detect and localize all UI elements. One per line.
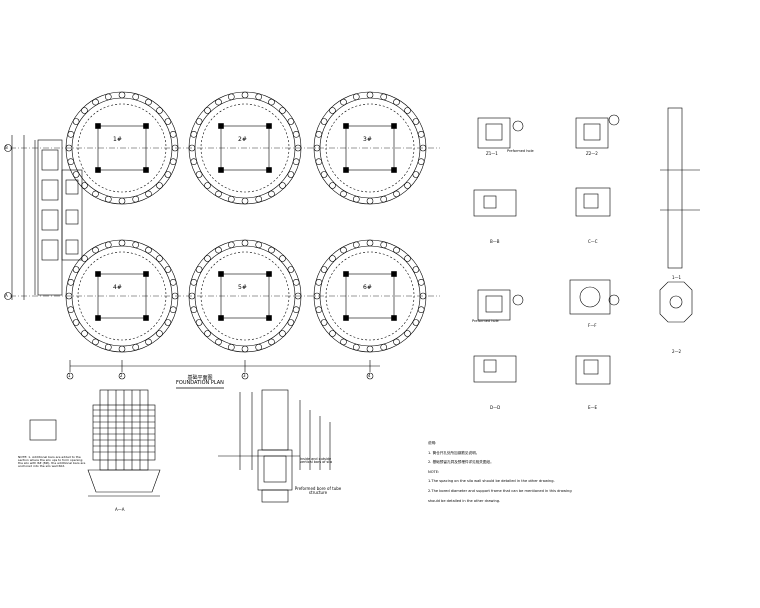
section-z2-label: Z2—2 (586, 151, 598, 156)
grid-col-2: 2 (120, 373, 123, 378)
preformed-bore-label: Preformed bore of tube structure (294, 486, 342, 495)
grid-col-1: 1 (68, 373, 71, 378)
detail-blocks (473, 107, 700, 385)
section-c-label: C—C (588, 239, 598, 244)
preformed-hole-label-2: Preformed hole (507, 149, 534, 153)
section-1-label: 1—1 (672, 275, 682, 280)
notes-heading-cn: 说明: (428, 441, 437, 445)
section-z1-label: Z1—1 (486, 151, 498, 156)
section-f-label: F—F (588, 323, 597, 328)
silo-5 (188, 239, 302, 353)
left-note: NOTE: 1. Additional bars are added to th… (18, 455, 86, 468)
grid-row-b: B (5, 145, 8, 150)
silo-1 (65, 91, 179, 205)
section-e-label: E—E (588, 405, 598, 410)
plan-grid (10, 135, 440, 372)
silo-2 (188, 91, 302, 205)
silo-label-6: 6# (363, 284, 372, 291)
grid-bubbles (4, 144, 374, 380)
section-2-label: 2—2 (672, 349, 682, 354)
left-strip-footing (37, 139, 83, 296)
silo-circles (65, 91, 427, 353)
plan-title-en: FOUNDATION PLAN (176, 380, 224, 386)
section-a-a-label: A—A (115, 507, 125, 512)
plan-title-cn: 基础平面图 (187, 375, 213, 381)
silo-label-5: 5# (238, 284, 247, 291)
grid-row-a: A (5, 293, 8, 298)
section-b-label: B—B (490, 239, 500, 244)
notes-item-en-1: 1.The spacing on the silo wall should be… (428, 479, 555, 484)
silo-3 (313, 91, 427, 205)
grid-col-4: 4 (368, 373, 371, 378)
notes-item-cn-2: 2. 基础预留孔洞及预埋件详见相关图纸。 (428, 460, 494, 465)
notes-item-cn-1: 1. 筒仓开孔处所加钢筋见说明。 (428, 450, 480, 455)
notes-heading-en: NOTE: (428, 469, 440, 474)
silo-label-2: 2# (238, 136, 247, 143)
silo-label-3: 3# (363, 136, 372, 143)
notes-item-en-2: 2.The bored diameter and support frame t… (428, 488, 572, 493)
silo-4 (65, 239, 179, 353)
preformed-hole-label: Preformed hole (472, 319, 499, 323)
section-a-a (29, 389, 161, 497)
section-tube-structure (218, 389, 331, 503)
section-d-label: D—D (490, 405, 501, 410)
silo-label-4: 4# (113, 284, 122, 291)
notes-block: 说明: 1. 筒仓开孔处所加钢筋见说明。 2. 基础预留孔洞及预埋件详见相关图纸… (428, 441, 572, 509)
inside-outside-bars-label: Inside and outside vertical bars of silo (300, 457, 333, 465)
grid-col-3: 3 (243, 373, 246, 378)
silo-6 (313, 239, 427, 353)
silo-label-1: 1# (113, 136, 122, 143)
plan-title: 基础平面图 FOUNDATION PLAN (170, 376, 230, 386)
notes-item-en-3: should be detailed in the other drawing. (428, 498, 501, 503)
